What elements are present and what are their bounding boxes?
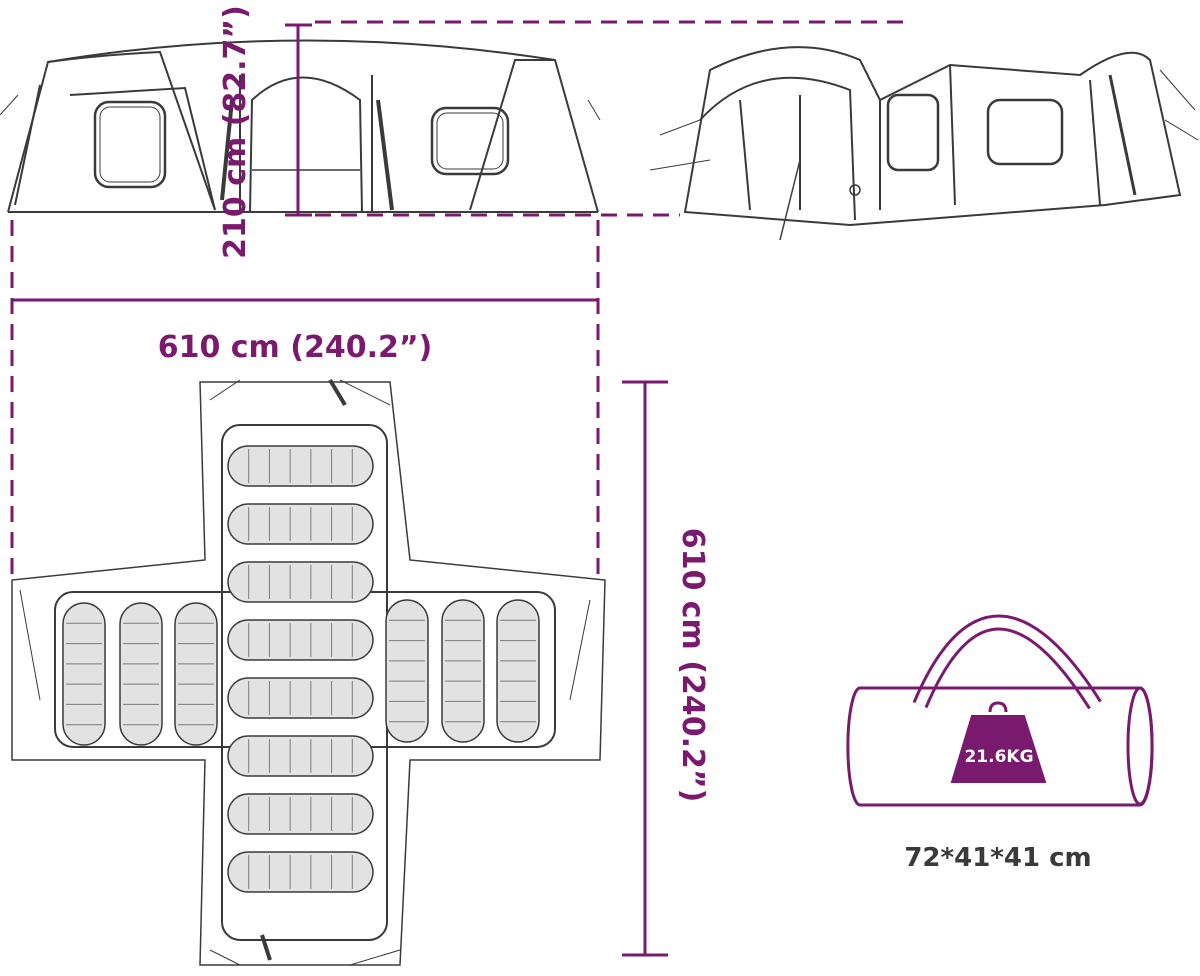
sleeping-bag xyxy=(227,793,374,835)
sleeping-bag xyxy=(227,851,374,893)
carry-bag xyxy=(846,614,1154,807)
weight-handle xyxy=(988,701,1008,713)
width-label: 610 cm (240.2”) xyxy=(158,330,433,365)
sleeping-bag xyxy=(227,561,374,603)
sleeping-bag xyxy=(227,677,374,719)
sleeping-bag xyxy=(496,599,540,743)
height-label: 210 cm (82.7”) xyxy=(218,5,253,259)
dimension-lines xyxy=(10,20,910,957)
sleeping-bags xyxy=(62,445,540,893)
sleeping-bag xyxy=(385,599,429,743)
sleeping-bag xyxy=(227,503,374,545)
sleeping-bag xyxy=(174,602,218,746)
bag-size-label: 72*41*41 cm xyxy=(904,843,1091,873)
sleeping-bag xyxy=(227,445,374,487)
sleeping-bag xyxy=(227,735,374,777)
sleeping-bag xyxy=(441,599,485,743)
weight-label: 21.6KG xyxy=(964,747,1033,767)
weight-icon xyxy=(950,715,1047,783)
sleeping-bag xyxy=(119,602,163,746)
sleeping-bag xyxy=(62,602,106,746)
tent-perspective-view xyxy=(649,46,1199,241)
sleeping-bag xyxy=(227,619,374,661)
depth-label: 610 cm (240.2”) xyxy=(675,528,710,803)
tent-front-view xyxy=(0,39,601,213)
